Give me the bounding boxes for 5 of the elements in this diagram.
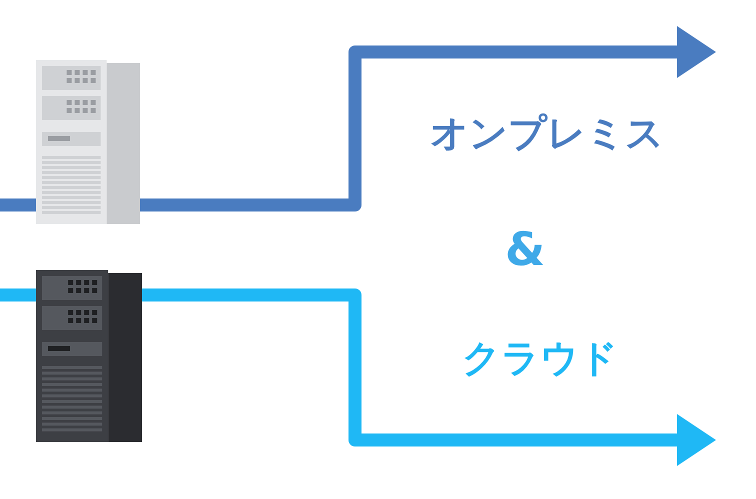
arrow: [140, 26, 716, 212]
ampersand: &: [505, 222, 546, 276]
arrow: [142, 288, 716, 466]
heading-text: クラウド: [462, 335, 618, 382]
heading-text: オンプレミス: [430, 110, 664, 157]
